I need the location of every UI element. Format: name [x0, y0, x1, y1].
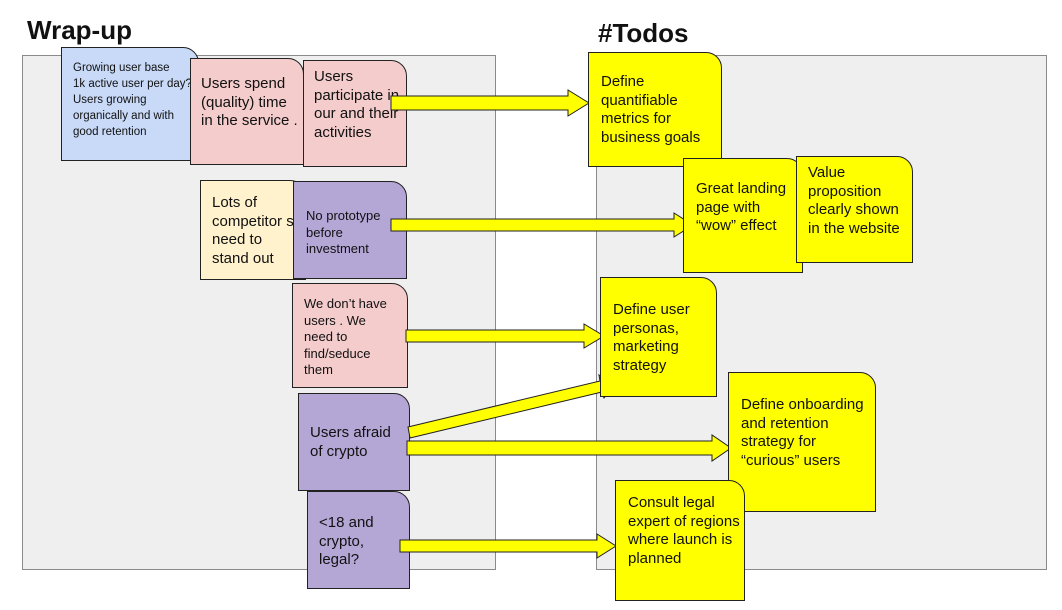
arrow-no-users-to-personas	[405, 323, 605, 349]
todo-value-proposition[interactable]: Value proposition clearly shown in the w…	[796, 156, 913, 263]
wrapup-heading: Wrap-up	[27, 15, 132, 45]
note-under-18-legal-text: <18 and crypto, legal?	[319, 514, 374, 568]
note-growing-user-base[interactable]: Growing user base 1k active user per day…	[61, 47, 199, 161]
note-users-spend-time[interactable]: Users spend (quality) time in the servic…	[190, 58, 304, 165]
arrow-no-prototype-to-landing	[390, 212, 694, 238]
todo-value-proposition-text: Value proposition clearly shown in the w…	[808, 164, 900, 237]
todo-landing-page-text: Great landing page with “wow” effect	[696, 180, 787, 234]
note-lots-of-competitors-text: Lots of competitor s, need to stand out	[212, 194, 298, 267]
todo-consult-legal[interactable]: Consult legal expert of regions where la…	[615, 480, 745, 601]
todo-onboarding-strategy-text: Define onboarding and retention strategy…	[741, 396, 864, 469]
note-no-users[interactable]: We don’t have users . We need to find/se…	[292, 283, 408, 388]
todo-onboarding-strategy[interactable]: Define onboarding and retention strategy…	[728, 372, 876, 512]
todo-consult-legal-text: Consult legal expert of regions where la…	[628, 494, 740, 567]
todo-user-personas[interactable]: Define user personas, marketing strategy	[600, 277, 717, 397]
note-users-afraid-crypto-text: Users afraid of crypto	[310, 424, 391, 460]
todo-define-metrics[interactable]: Define quantifiable metrics for business…	[588, 52, 722, 167]
note-lots-of-competitors[interactable]: Lots of competitor s, need to stand out	[200, 180, 306, 280]
note-users-participate[interactable]: Users participate in our and their activ…	[303, 60, 407, 167]
note-users-afraid-crypto[interactable]: Users afraid of crypto	[298, 393, 410, 491]
arrow-afraid-to-onboarding	[406, 434, 732, 462]
note-no-users-text: We don’t have users . We need to find/se…	[304, 296, 387, 377]
todos-heading: #Todos	[598, 18, 689, 48]
note-no-prototype[interactable]: No prototype before investment	[293, 181, 407, 279]
note-no-prototype-text: No prototype before investment	[306, 208, 381, 256]
arrow-participate-to-metrics	[390, 89, 590, 117]
todo-landing-page[interactable]: Great landing page with “wow” effect	[683, 158, 803, 273]
note-users-participate-text: Users participate in our and their activ…	[314, 68, 400, 141]
arrow-under18-to-legal	[399, 533, 617, 559]
note-growing-user-base-text: Growing user base 1k active user per day…	[73, 62, 192, 138]
todo-user-personas-text: Define user personas, marketing strategy	[613, 301, 690, 374]
todo-define-metrics-text: Define quantifiable metrics for business…	[601, 73, 701, 146]
note-users-spend-time-text: Users spend (quality) time in the servic…	[201, 75, 298, 129]
arrow-afraid-to-personas	[407, 373, 615, 439]
note-under-18-legal[interactable]: <18 and crypto, legal?	[307, 491, 410, 589]
